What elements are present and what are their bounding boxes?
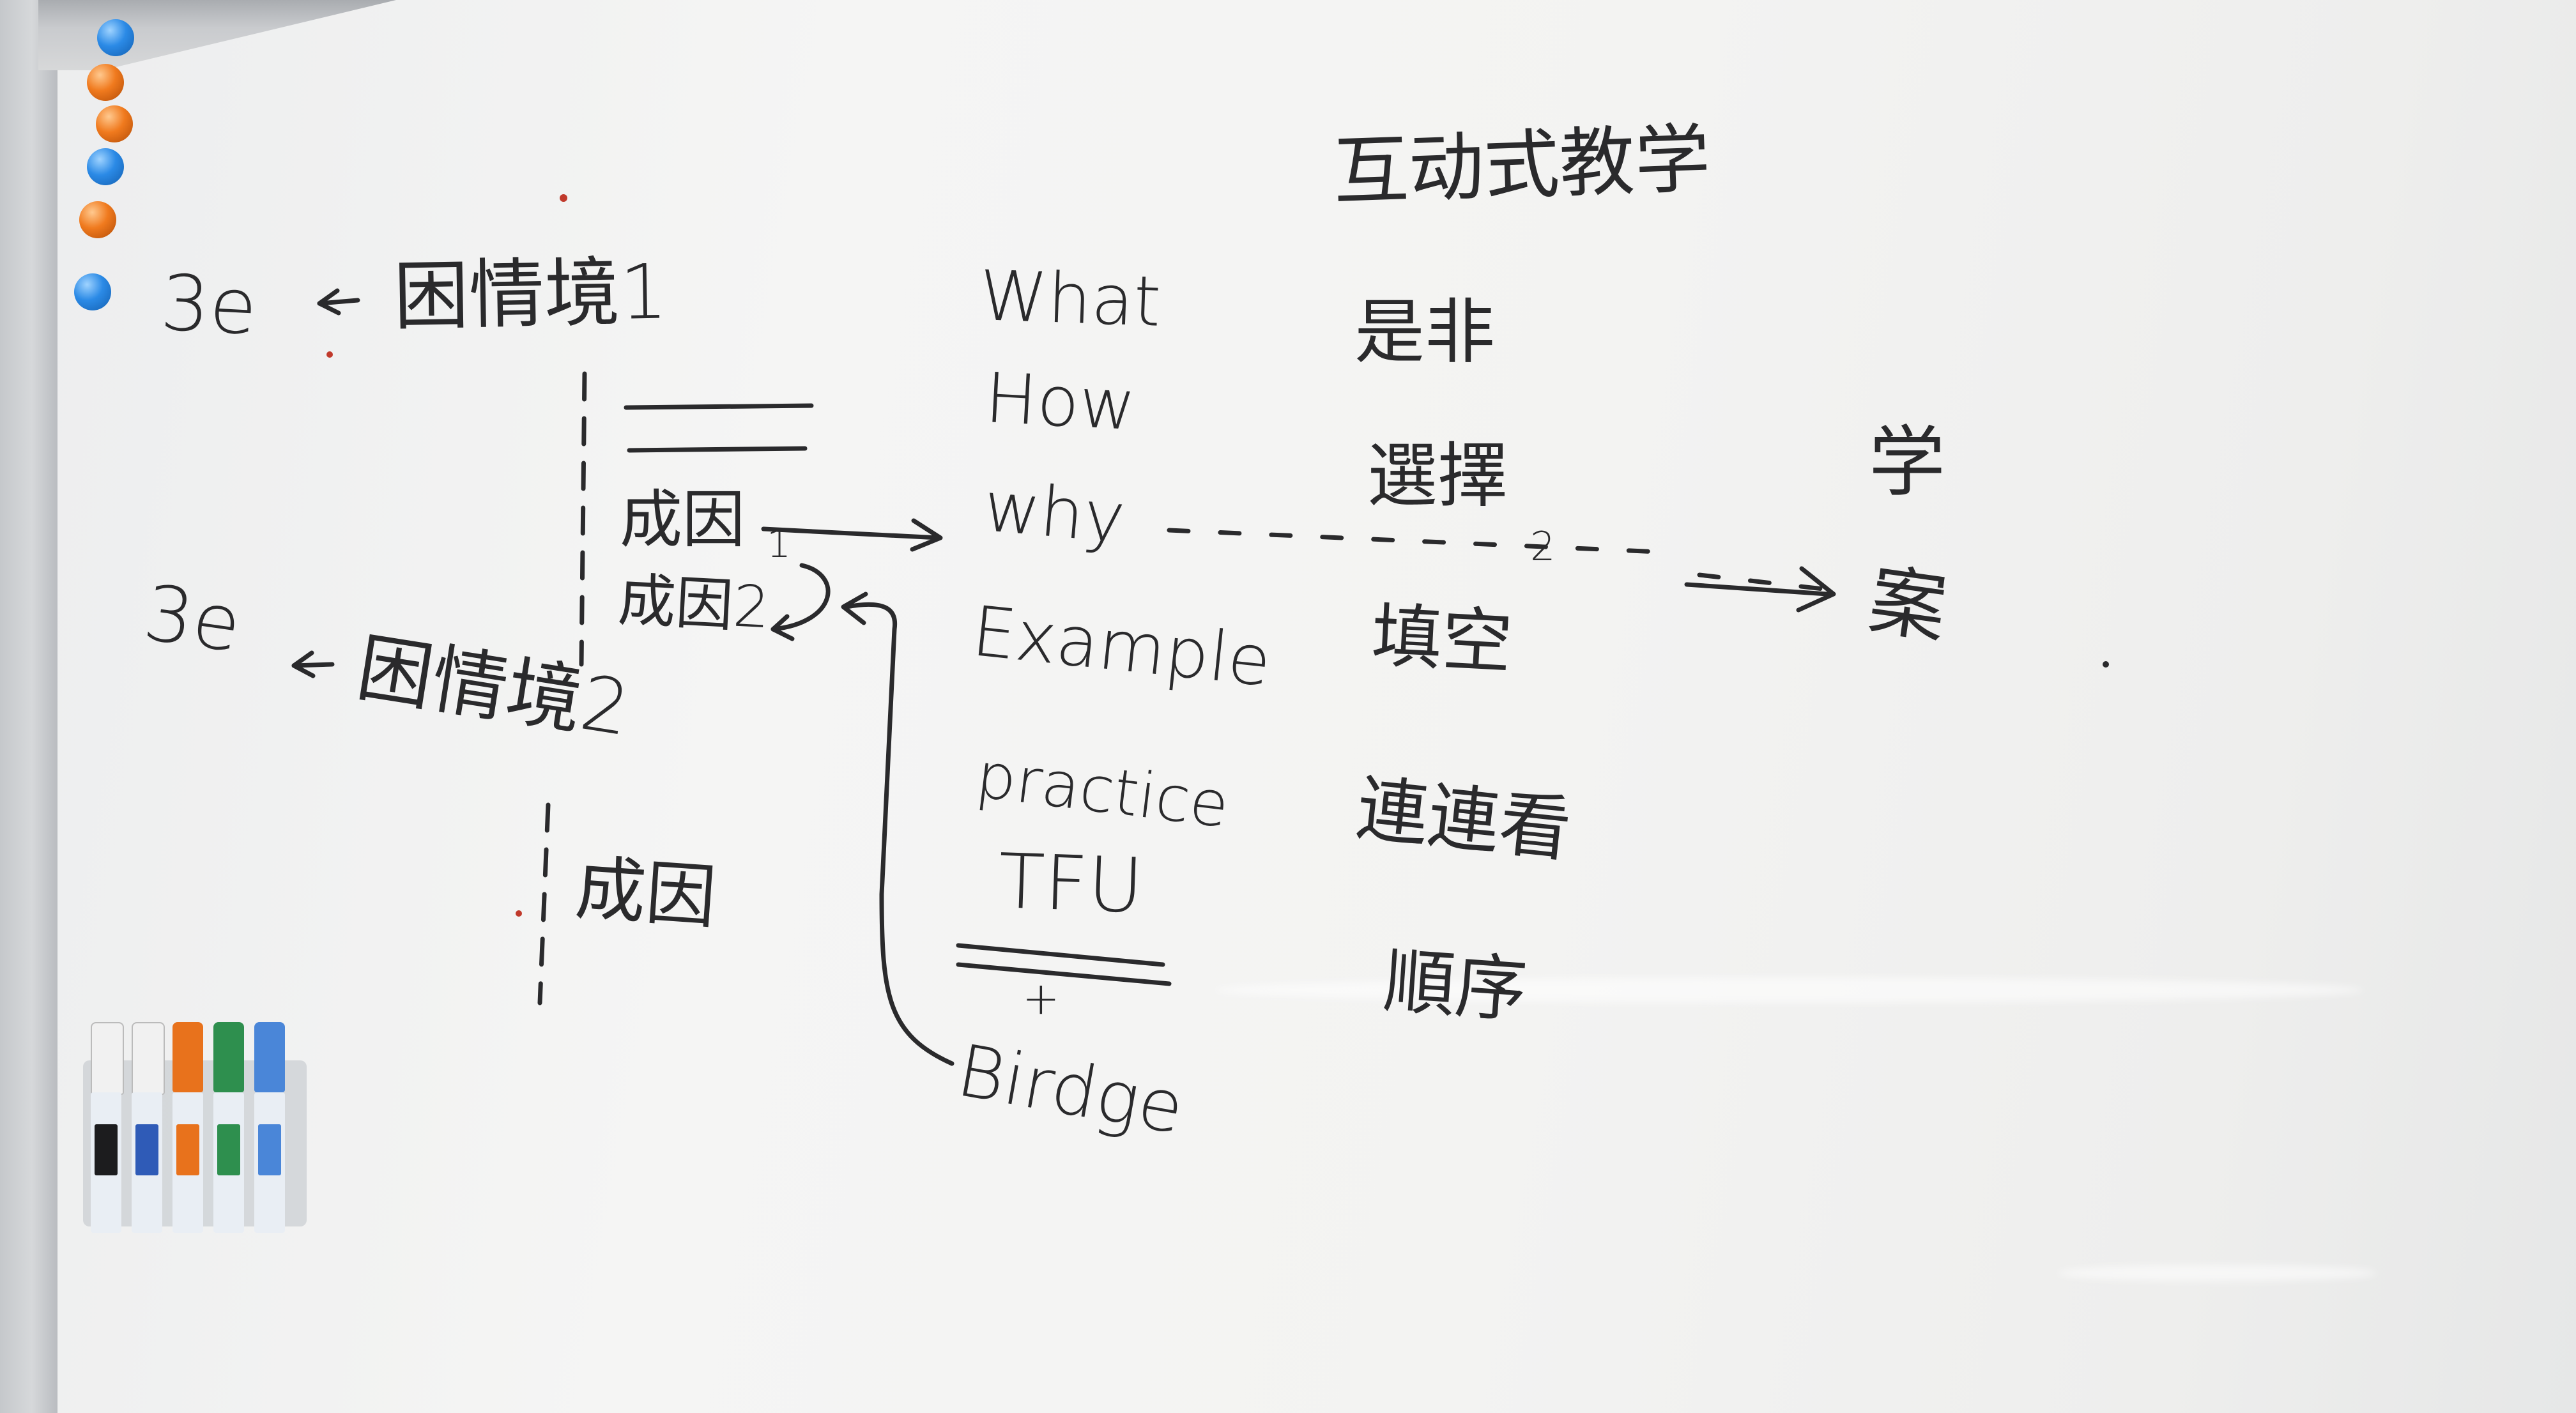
orange-marker[interactable] (172, 1022, 203, 1233)
middle-item-plus: + (1022, 972, 1060, 1025)
middle-item-why: why (980, 467, 1128, 559)
middle-item-what: What (977, 256, 1162, 342)
magnet-orange (96, 105, 133, 142)
magnet-orange (79, 201, 116, 238)
group1-cause2: 成因2 (616, 567, 772, 642)
far-right-char-1: 学 (1869, 418, 1945, 507)
middle-item-tfu: TFU (997, 837, 1145, 930)
black-marker[interactable] (91, 1022, 124, 1233)
group1-heading: 困情境1 (392, 247, 669, 340)
right-item-matching: 連連看 (1353, 767, 1575, 873)
group1-mark1: 1 (767, 522, 792, 567)
middle-item-how: How (983, 358, 1138, 447)
light-blue-marker[interactable] (254, 1022, 285, 1233)
board-title: 互动式教学 (1331, 114, 1712, 216)
group2-cause: 成因 (572, 847, 719, 939)
marker-tray (83, 1022, 313, 1239)
light-glare (2057, 1265, 2377, 1281)
group1-label: 3e (158, 259, 259, 353)
magnet-blue (97, 19, 134, 56)
magnet-blue (87, 148, 124, 185)
magnet-orange (87, 64, 124, 101)
whiteboard-frame-left (0, 0, 57, 1413)
group2-label: 3e (139, 569, 247, 670)
right-item-true-false: 是非 (1354, 291, 1495, 373)
dashed-mark-2: 2 (1530, 523, 1556, 570)
group1-cause1: 成因 (620, 484, 746, 556)
right-item-fill-blank: 填空 (1369, 595, 1515, 684)
right-item-ordering: 順序 (1381, 940, 1530, 1033)
right-item-multiple-choice: 選擇 (1367, 435, 1508, 517)
light-glare (1214, 977, 2364, 1003)
blue-marker[interactable] (132, 1022, 165, 1233)
far-right-char-2: 案 (1864, 556, 1952, 655)
magnet-blue (74, 273, 111, 310)
green-marker[interactable] (213, 1022, 244, 1233)
